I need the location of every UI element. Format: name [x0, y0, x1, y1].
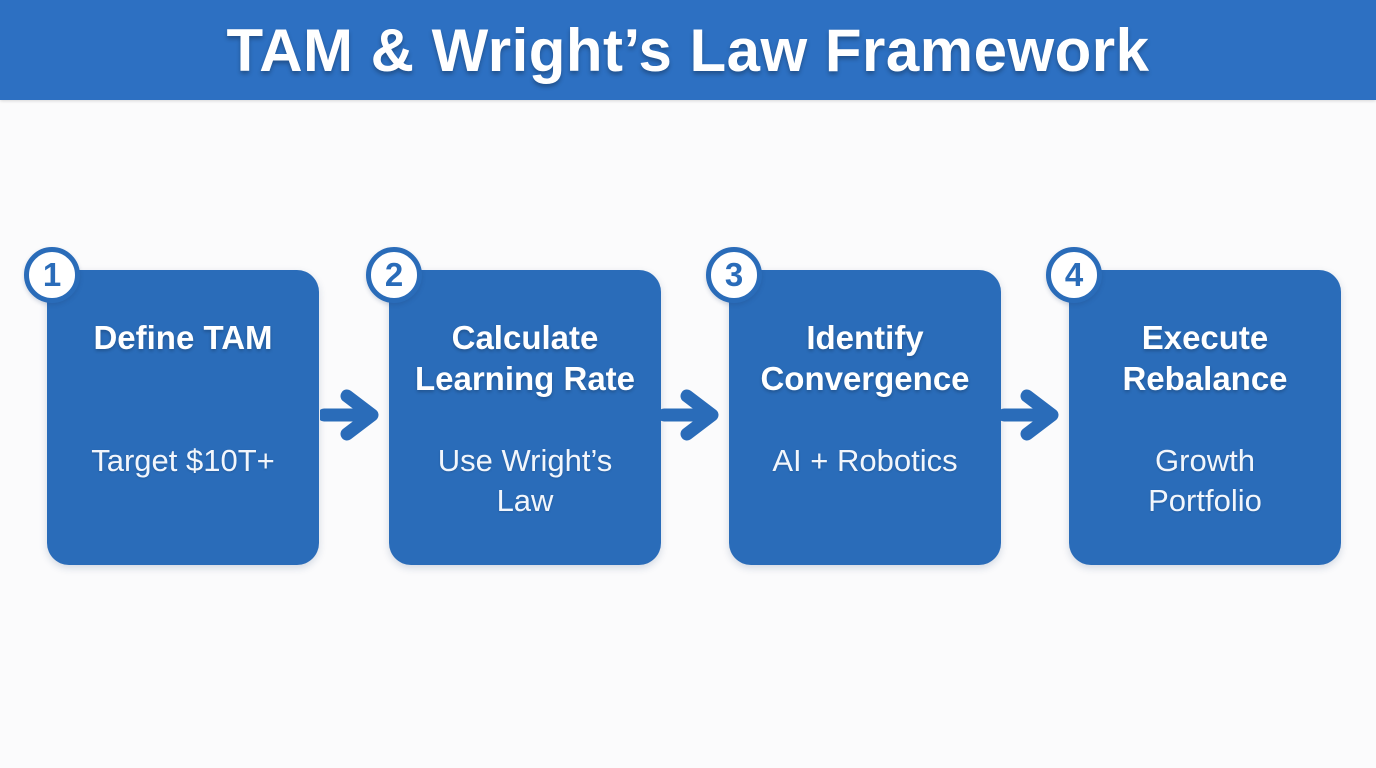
step-card-1: 1 Define TAM Target $10T+: [24, 247, 319, 565]
arrow-right-icon: [660, 382, 726, 448]
step-card-4: 4 Execute Rebalance Growth Portfolio: [1046, 247, 1341, 565]
step-subtitle: Target $10T+: [91, 443, 275, 478]
arrow-right-icon: [320, 382, 386, 448]
step-subtitle: Use Wright’s Law: [437, 443, 613, 518]
step-subtitle: Growth Portfolio: [1148, 443, 1262, 518]
step-card-3: 3 Identify Convergence AI + Robotics: [706, 247, 1001, 565]
step-card-2: 2 Calculate Learning Rate Use Wright’s L…: [366, 247, 661, 565]
step-title: Execute Rebalance: [1122, 319, 1288, 397]
step-title: Calculate Learning Rate: [414, 319, 636, 397]
step-number-badge: 4: [1046, 247, 1102, 303]
step-subtitle: AI + Robotics: [772, 443, 958, 478]
step-number-badge: 2: [366, 247, 422, 303]
step-number-badge: 3: [706, 247, 762, 303]
arrow-right-icon: [1000, 382, 1066, 448]
step-number-badge: 1: [24, 247, 80, 303]
step-title: Define TAM: [93, 319, 273, 356]
step-title: Identify Convergence: [760, 319, 970, 397]
title-banner: TAM & Wright’s Law Framework: [0, 0, 1376, 100]
page-title: TAM & Wright’s Law Framework: [226, 16, 1150, 84]
